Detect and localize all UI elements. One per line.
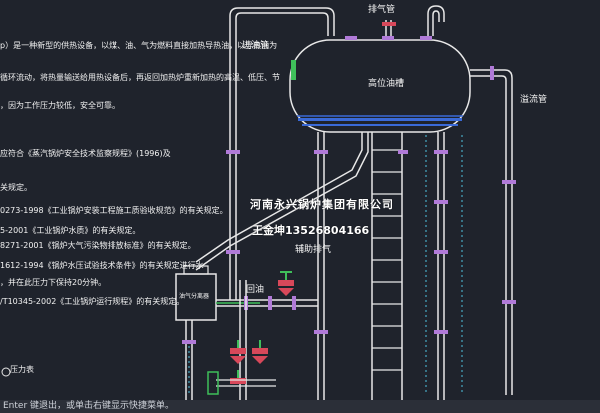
- note-line-9: 1612-1994《锅炉水压试验技术条件》的有关规定进行水: [0, 261, 204, 270]
- note-line-8: 8271-2001《锅炉大气污染物排放标准》的有关规定。: [0, 241, 196, 250]
- label-overflow-pipe: 溢流管: [520, 95, 548, 105]
- note-line-1: p）是一种新型的供热设备，以煤、油、气为燃料直接加热导热油，以导热油为: [0, 41, 278, 50]
- overflow-pipe: [470, 69, 513, 395]
- lower-valve-3: [230, 370, 246, 384]
- note-line-10: ，并在此压力下保持20分钟。: [0, 278, 107, 287]
- watermark-company: 河南永兴锅炉集团有限公司: [250, 198, 394, 211]
- high-tank-body: [289, 39, 471, 133]
- support-structure: [317, 132, 445, 400]
- label-inlet-pipe: 进油管: [242, 41, 270, 51]
- pressure-gauge-label: 压力表: [10, 365, 34, 374]
- note-line-7: 5-2001《工业锅炉水质》的有关规定。: [0, 226, 141, 235]
- note-line-5: 关规定。: [0, 183, 32, 192]
- label-return-oil: 回油: [246, 285, 265, 295]
- ladder-rungs: [372, 149, 402, 371]
- aux-exhaust-valve: [278, 271, 294, 296]
- tank-level-gauge: [291, 60, 296, 80]
- lower-valve-2: [252, 340, 268, 364]
- label-aux-exhaust: 辅助排气: [295, 245, 332, 255]
- command-line[interactable]: Enter 键退出，或单击右键显示快捷菜单。: [0, 400, 600, 413]
- tank-oil-waves: [298, 118, 462, 126]
- vent-valve: [382, 22, 396, 26]
- gooseneck-vent: [427, 5, 445, 36]
- label-separator: 油气分离器: [179, 293, 210, 300]
- note-line-4: 应符合《蒸汽锅炉安全技术监察规程》(1996)及: [0, 149, 171, 158]
- label-high-tank: 高位油槽: [368, 79, 405, 89]
- note-line-2: 循环流动，将热量输送给用热设备后，再返回加热炉重新加热的高温、低压、节: [0, 73, 280, 82]
- inlet-pipe: [229, 7, 335, 300]
- lower-valve-1: [230, 340, 246, 364]
- note-line-6: 0273-1998《工业锅炉安装工程施工质验收规范》的有关规定。: [0, 206, 228, 215]
- label-vent-pipe: 排气管: [368, 5, 396, 15]
- watermark-contact: 王金坤13526804166: [252, 224, 370, 237]
- diagonal-pipe: [195, 132, 363, 263]
- note-line-3: ，因为工作压力较低，安全可靠。: [0, 101, 120, 110]
- note-line-11: /T10345-2002《工业锅炉运行规程》的有关规定。: [0, 297, 185, 306]
